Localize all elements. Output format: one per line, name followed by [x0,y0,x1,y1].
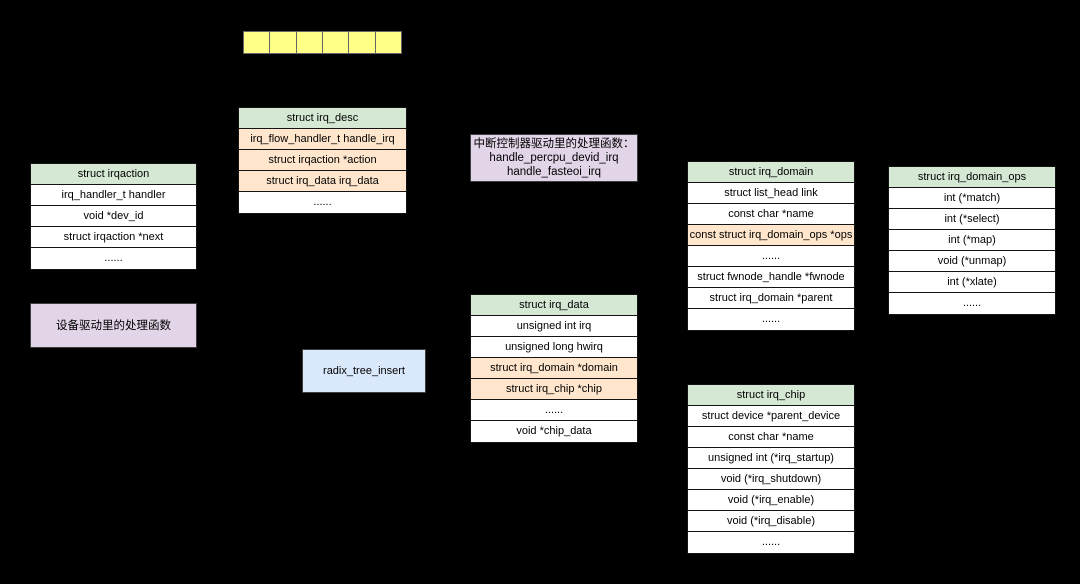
irq_domain-row: ...... [688,246,854,267]
note-line: 设备驱动里的处理函数 [56,319,171,332]
irq_chip-row: const char *name [688,427,854,448]
irq_domain-row: struct fwnode_handle *fwnode [688,267,854,288]
irq_domain-row: struct irq_domain *parent [688,288,854,309]
irq_domain_ops-row: int (*match) [889,188,1055,209]
irq-descriptor-array [243,31,402,54]
array-cell [348,31,376,54]
irq_domain_ops-row: int (*select) [889,209,1055,230]
irq_domain-row: const char *name [688,204,854,225]
irqaction-row: ...... [31,248,196,269]
irq_domain-header: struct irq_domain [688,162,854,183]
note-controller-handlers: 中断控制器驱动里的处理函数： handle_percpu_devid_irq h… [470,134,638,182]
array-cell [321,31,350,54]
irq_desc-row: irq_flow_handler_t handle_irq [239,129,406,150]
irq_desc-row: struct irqaction *action [239,150,406,171]
array-cell [295,31,323,54]
note-line: handle_percpu_devid_irq [489,152,619,164]
irqaction-row: struct irqaction *next [31,227,196,248]
irq_data-row: ...... [471,400,637,421]
array-cell [269,31,297,54]
irq_domain_ops-row: int (*map) [889,230,1055,251]
irq_data-header: struct irq_data [471,295,637,316]
irq_chip-row: unsigned int (*irq_startup) [688,448,854,469]
irq_chip-row: ...... [688,532,854,553]
irqaction-row: void *dev_id [31,206,196,227]
radix-tree-insert-box: radix_tree_insert [302,349,426,393]
irq_desc-row: struct irq_data irq_data [239,171,406,192]
irq_chip-header: struct irq_chip [688,385,854,406]
irq_chip-row: struct device *parent_device [688,406,854,427]
irq_data-row: struct irq_domain *domain [471,358,637,379]
irq_desc-row: ...... [239,192,406,213]
irq_data-row: struct irq_chip *chip [471,379,637,400]
irq_domain_ops-header: struct irq_domain_ops [889,167,1055,188]
irq_domain_ops-row: ...... [889,293,1055,314]
note-line: 中断控制器驱动里的处理函数： [473,138,635,150]
irq_domain_ops-row: int (*xlate) [889,272,1055,293]
note-line: handle_fasteoi_irq [507,166,601,178]
irq_domain-row: const struct irq_domain_ops *ops [688,225,854,246]
irq_data-row: unsigned int irq [471,316,637,337]
irq_domain-row: ...... [688,309,854,330]
irqaction-row: irq_handler_t handler [31,185,196,206]
irq_data-row: void *chip_data [471,421,637,442]
array-cell [374,31,402,54]
irq_chip-row: void (*irq_enable) [688,490,854,511]
array-cell [243,31,271,54]
irqaction-header: struct irqaction [31,164,196,185]
irq_chip-row: void (*irq_shutdown) [688,469,854,490]
irq_data-row: unsigned long hwirq [471,337,637,358]
irq_domain-row: struct list_head link [688,183,854,204]
note-device-handlers: 设备驱动里的处理函数 [30,303,197,348]
irq_desc-header: struct irq_desc [239,108,406,129]
irq_chip-row: void (*irq_disable) [688,511,854,532]
irq_domain_ops-row: void (*unmap) [889,251,1055,272]
note-line: radix_tree_insert [323,365,405,377]
